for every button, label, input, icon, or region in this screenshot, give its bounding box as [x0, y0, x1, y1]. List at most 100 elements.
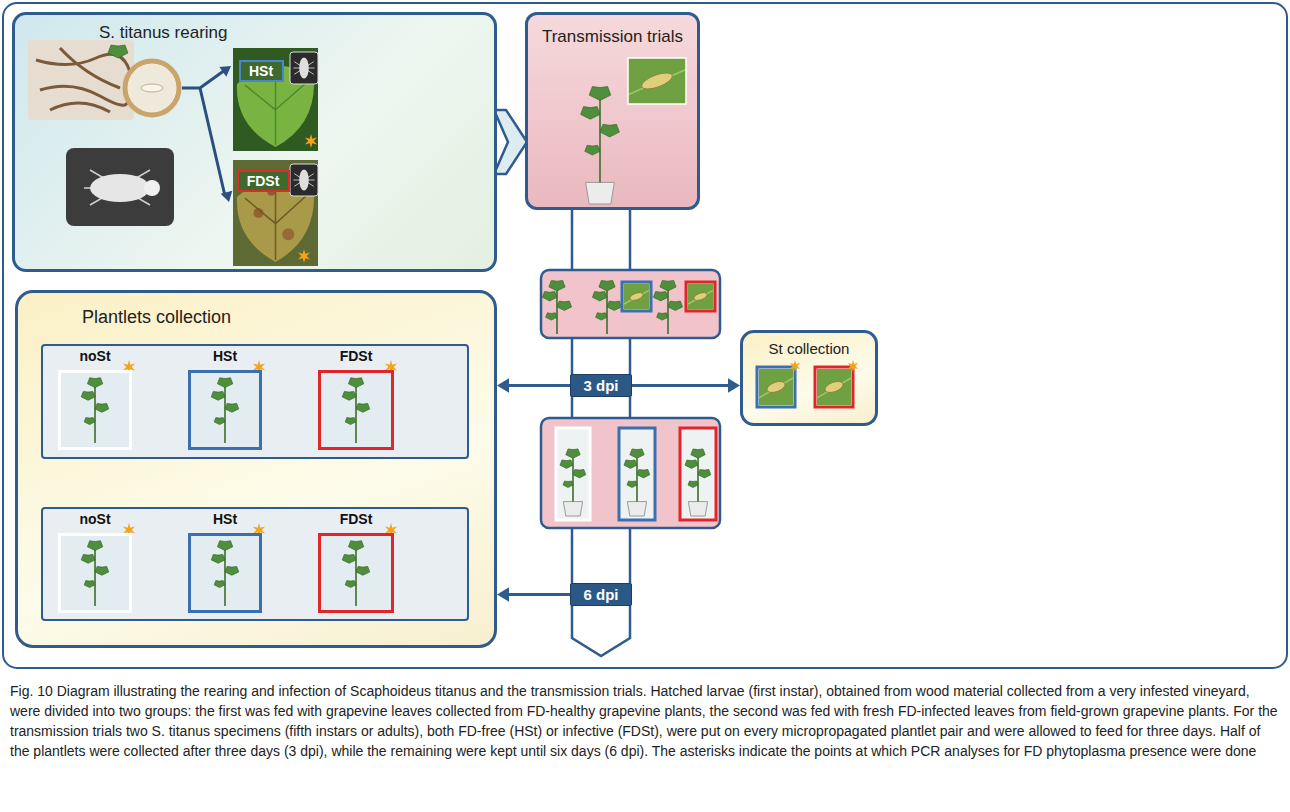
infected-leaf-photo	[233, 160, 318, 266]
insect-photo	[290, 52, 318, 84]
plant-leaf	[566, 449, 580, 458]
plantlet-picture-frame	[188, 533, 262, 613]
plant-leaf	[342, 391, 356, 400]
connector-arrow	[497, 378, 570, 392]
section-panel: S. titanus rearingHStFDSt	[12, 12, 497, 272]
plantlet-picture	[685, 449, 711, 516]
tag-text: FDSt	[247, 173, 280, 189]
plantlet-illustration	[191, 536, 259, 610]
panel-title: Transmission trials	[542, 27, 683, 47]
holding-stage-box	[541, 418, 720, 528]
panel-title: Plantlets collection	[82, 307, 231, 328]
plant-leaf	[81, 554, 95, 563]
plant-leaf	[108, 45, 128, 58]
rearing-arrows	[182, 66, 232, 202]
time-point-label: 3 dpi	[570, 374, 632, 397]
plantlet-illustration	[191, 373, 259, 447]
plantlet-picture	[653, 280, 682, 334]
plant-leaf	[624, 460, 637, 468]
plant-leaf	[557, 301, 572, 310]
group-tag: HSt	[239, 60, 284, 82]
plantlet-picture	[342, 541, 370, 606]
insect-photo	[290, 164, 318, 196]
plantlet-illustration	[321, 373, 391, 447]
plantlet-frame-red	[680, 428, 716, 520]
asterisk-mark	[305, 134, 317, 148]
plant-leaf	[691, 449, 705, 458]
plant-leaf	[348, 541, 363, 551]
group-label: HSt	[213, 511, 237, 527]
plant-leaf	[87, 541, 102, 551]
plantlet-frame: FDSt	[318, 348, 394, 450]
plant-leaf	[653, 292, 668, 301]
group-label: FDSt	[340, 511, 373, 527]
plantlet-frame: HSt	[188, 348, 262, 450]
plantlet-picture	[624, 449, 650, 516]
plant-leaf	[549, 280, 565, 291]
plant-leaf	[660, 280, 676, 291]
plantlet-frame-white	[556, 428, 590, 520]
plantlet-picture-frame	[58, 370, 132, 450]
plantlet-picture	[592, 280, 621, 334]
plant-leaf	[592, 292, 607, 301]
plantlet-frame: FDSt	[318, 511, 394, 613]
plantlet-picture	[560, 449, 586, 516]
plantlet-picture-frame	[188, 370, 262, 450]
insect-on-leaf-photo	[624, 284, 649, 309]
plantlet-picture-frame	[318, 533, 394, 613]
plant-leaf	[546, 313, 557, 320]
roots-photo	[28, 40, 134, 120]
plant-leaf	[345, 418, 356, 425]
plant-leaf	[688, 481, 698, 488]
panel-illustration	[12, 12, 497, 272]
insect-on-leaf-photo	[759, 369, 793, 405]
plant-leaf	[573, 469, 586, 477]
connector-arrow	[497, 587, 570, 601]
plant-leaf	[84, 418, 95, 425]
time-point-group	[42, 345, 468, 458]
group-label: noSt	[79, 348, 110, 364]
plantlet-picture	[581, 87, 620, 205]
plant-leaf	[214, 581, 225, 588]
plant-leaf	[345, 581, 356, 588]
healthy-insect-frame	[757, 367, 795, 407]
group-label: FDSt	[340, 348, 373, 364]
asterisk-mark	[298, 249, 310, 263]
plant-leaf	[342, 554, 356, 563]
plantlet-picture	[342, 378, 370, 443]
plantlet-picture-frame	[58, 533, 132, 613]
plantlet-illustration	[61, 536, 129, 610]
insect-on-leaf-photo	[817, 369, 851, 405]
plant-leaf	[87, 378, 102, 388]
plant-leaf	[627, 481, 637, 488]
asterisk-mark	[848, 360, 858, 372]
group-label: HSt	[213, 348, 237, 364]
feeding-stage-box	[541, 270, 720, 338]
caption-block: Fig. 10 Diagram illustrating the rearing…	[10, 681, 1280, 761]
plant-leaf	[657, 313, 668, 320]
plant-leaf	[563, 481, 573, 488]
figure-frame	[3, 3, 1287, 668]
tag-text: HSt	[249, 63, 273, 79]
larva-photo	[66, 148, 174, 226]
panel-title: S. titanus rearing	[99, 23, 228, 43]
time-point-group	[42, 508, 468, 620]
plant-leaf	[81, 391, 95, 400]
plant-leaf	[211, 391, 225, 400]
time-point-label: 6 dpi	[570, 583, 632, 606]
healthy-leaf-photo	[233, 48, 318, 151]
plantlet-illustration	[321, 536, 391, 610]
tag-text: 6 dpi	[583, 586, 618, 603]
plant-leaf	[95, 566, 109, 575]
plantlet-picture	[211, 378, 239, 443]
plantlet-frame: noSt	[58, 348, 132, 450]
section-panel: Plantlets collectionnoStHStFDStnoStHStFD…	[15, 290, 497, 648]
plant-leaf	[630, 449, 644, 458]
connector-arrow	[632, 378, 740, 392]
plantlet-frame-blue	[619, 428, 655, 520]
figure-caption: Fig. 10 Diagram illustrating the rearing…	[10, 681, 1280, 761]
plant-leaf	[581, 107, 600, 120]
plant-leaf	[599, 280, 615, 291]
plant-leaf	[589, 87, 611, 101]
plant-leaf	[698, 469, 711, 477]
